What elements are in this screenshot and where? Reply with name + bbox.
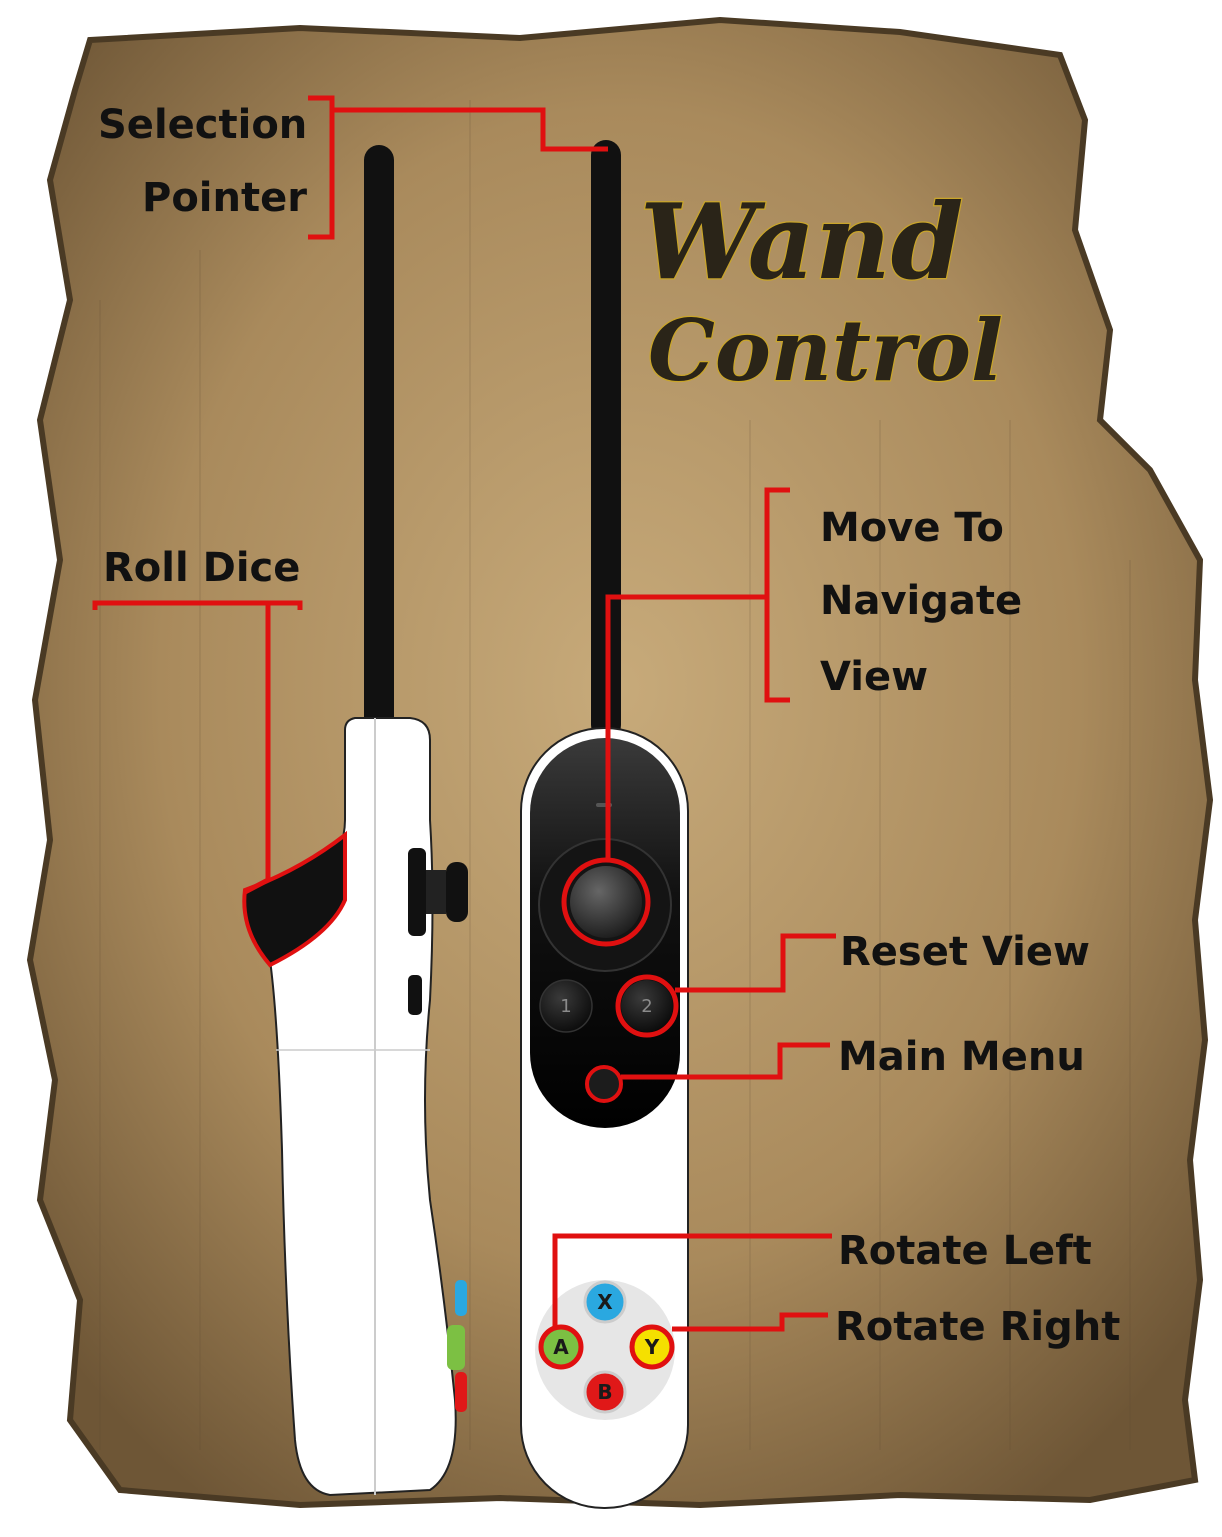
title-control: Control: [648, 301, 1003, 400]
button-2-label: 2: [641, 996, 652, 1017]
title-wand: Wand: [640, 180, 963, 303]
b-button[interactable]: B: [583, 1370, 627, 1414]
callout-lines: [92, 95, 836, 1332]
side-button-bump: [408, 975, 422, 1015]
a-button[interactable]: A: [538, 1324, 584, 1370]
front-view-controller: 1 2 X Y A B: [520, 727, 689, 1509]
move-to-navigate-callout: [605, 487, 790, 860]
face-button-cluster-bg: [535, 1280, 675, 1420]
label-rotate-right: Rotate Right: [835, 1304, 1120, 1350]
label-navigate: Navigate: [820, 578, 1022, 624]
side-green-button[interactable]: [447, 1325, 465, 1370]
label-main-menu: Main Menu: [838, 1034, 1085, 1080]
parchment-texture: [99, 100, 1131, 1450]
thumbstick-button[interactable]: [570, 866, 642, 938]
y-button-label: Y: [644, 1335, 660, 1359]
b-button-label: B: [597, 1380, 612, 1404]
label-view: View: [820, 654, 928, 700]
rotate-right-callout: [672, 1312, 828, 1332]
selection-pointer-callout: [308, 95, 608, 240]
side-blue-button[interactable]: [455, 1280, 467, 1316]
right-pointer-rod: [591, 140, 621, 740]
main-menu-callout: [621, 1042, 830, 1080]
side-red-button[interactable]: [455, 1372, 467, 1412]
label-rotate-left: Rotate Left: [838, 1228, 1092, 1274]
x-button[interactable]: X: [583, 1280, 627, 1324]
side-thumbstick: [408, 848, 468, 936]
x-button-label: X: [597, 1290, 613, 1314]
left-pointer-rod: [364, 145, 394, 745]
button-1[interactable]: 1: [539, 979, 593, 1033]
rotate-left-callout: [552, 1233, 832, 1328]
trigger-button[interactable]: [242, 830, 347, 968]
y-button[interactable]: Y: [629, 1324, 675, 1370]
roll-dice-callout: [92, 600, 303, 895]
side-view-controller: [242, 717, 468, 1497]
label-move-to: Move To: [820, 505, 1004, 551]
label-pointer: Pointer: [142, 175, 307, 221]
label-selection: Selection: [98, 102, 307, 148]
button-2-callout-ring: [615, 974, 679, 1038]
menu-button[interactable]: [585, 1065, 623, 1103]
a-button-label: A: [553, 1335, 569, 1359]
label-reset-view: Reset View: [840, 929, 1090, 975]
button-2[interactable]: 2: [615, 974, 679, 1038]
button-1-label: 1: [560, 996, 571, 1017]
label-roll-dice: Roll Dice: [103, 545, 300, 591]
reset-view-callout: [675, 933, 836, 993]
